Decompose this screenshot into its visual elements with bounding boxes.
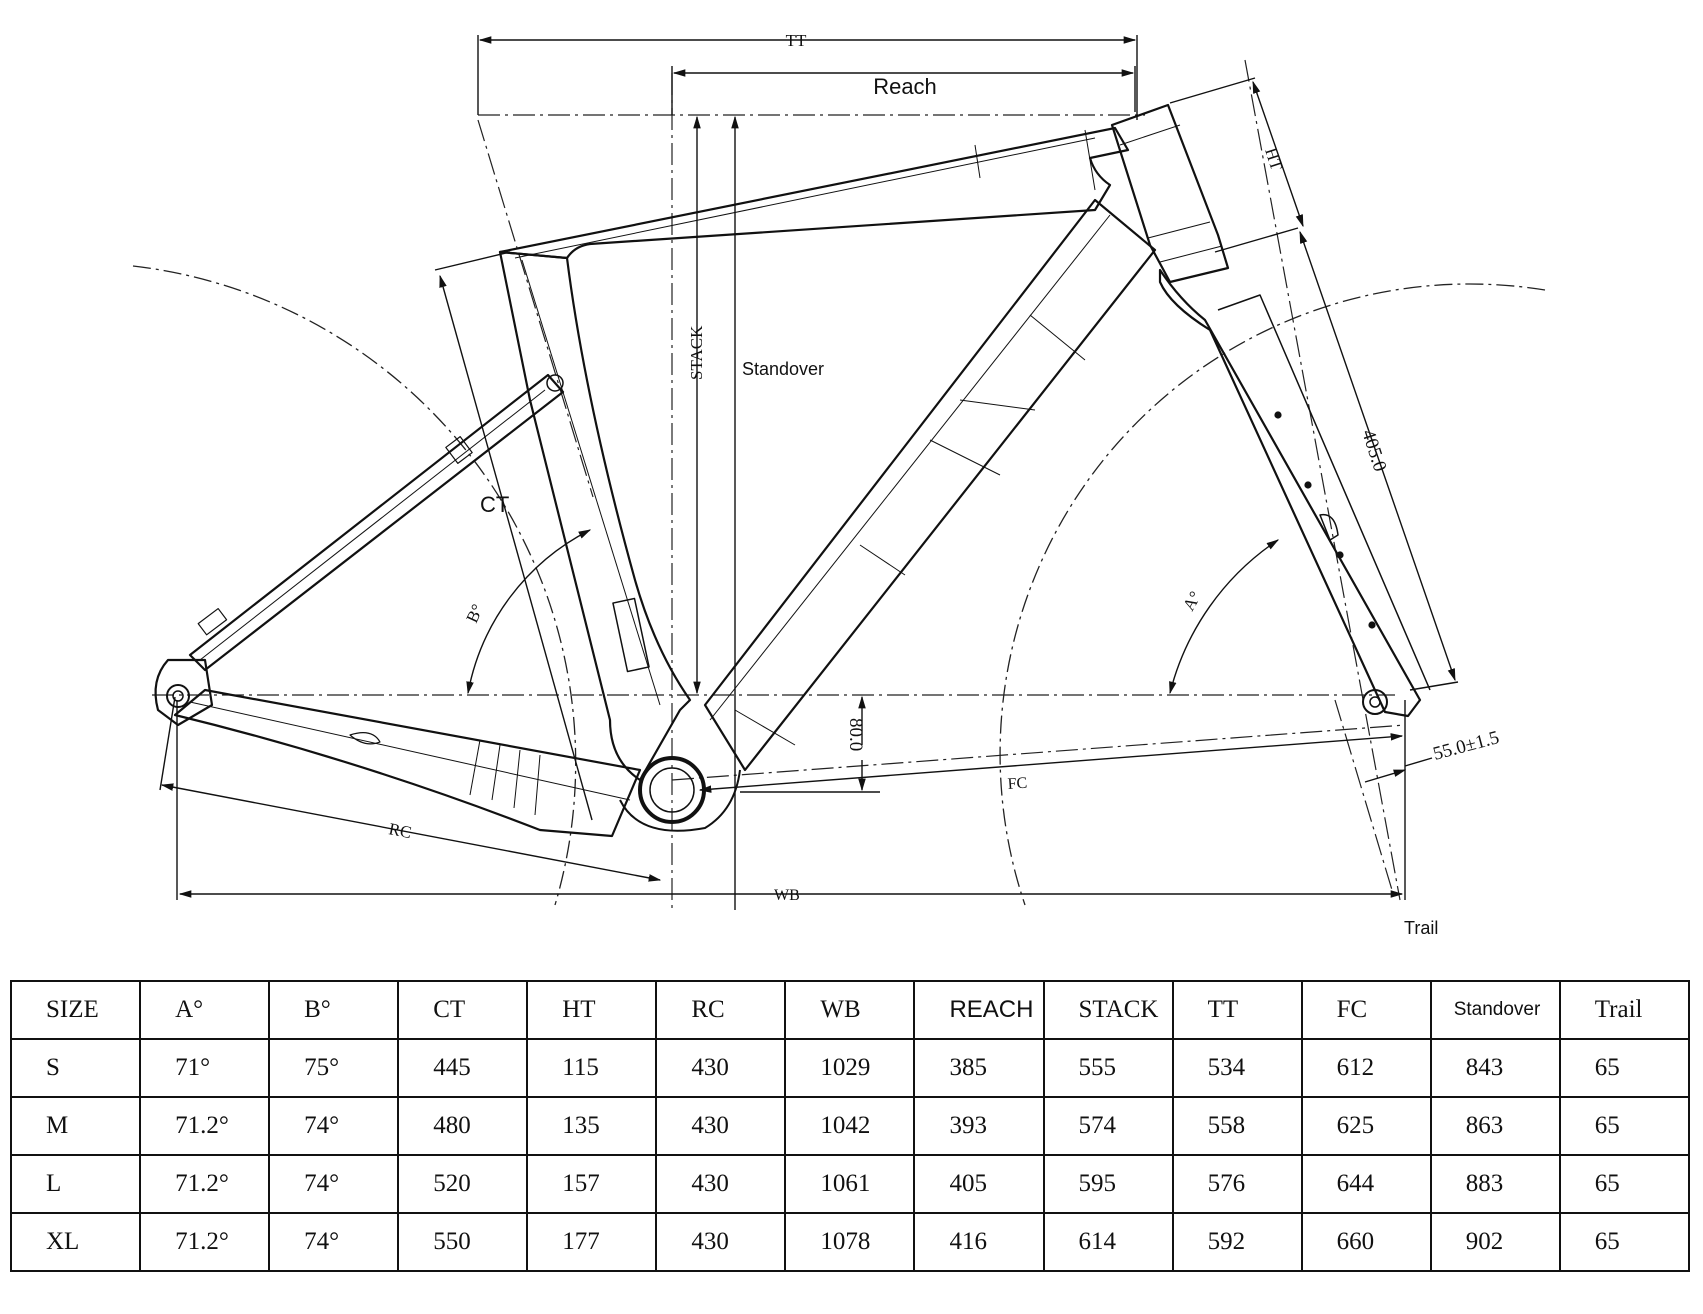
label-wb: WB bbox=[774, 887, 800, 904]
header-wb: WB bbox=[784, 980, 916, 1040]
table-cell: 115 bbox=[526, 1038, 658, 1098]
header-stack: STACK bbox=[1042, 980, 1174, 1040]
label-tt: TT bbox=[786, 31, 807, 50]
table-cell: 480 bbox=[397, 1096, 529, 1156]
table-cell: 1029 bbox=[784, 1038, 916, 1098]
header-b-angle: B° bbox=[268, 980, 400, 1040]
geometry-table: SIZE A° B° CT HT RC WB REACH STACK TT FC… bbox=[9, 980, 1691, 1272]
table-cell: 595 bbox=[1042, 1154, 1174, 1214]
table-cell: 177 bbox=[526, 1212, 658, 1272]
table-cell: 71.2° bbox=[139, 1154, 271, 1214]
table-cell: 74° bbox=[268, 1154, 400, 1214]
table-cell: 65 bbox=[1558, 1096, 1691, 1156]
table-cell: 393 bbox=[913, 1096, 1045, 1156]
table-cell: 430 bbox=[655, 1096, 787, 1156]
chain-stay bbox=[173, 688, 642, 838]
label-rc: RC bbox=[387, 819, 413, 842]
table-cell: 558 bbox=[1171, 1096, 1303, 1156]
header-standover: Standover bbox=[1429, 980, 1561, 1040]
label-trail: Trail bbox=[1404, 918, 1438, 938]
header-ct: CT bbox=[397, 980, 529, 1040]
frame-drawing: TT Reach HT STACK Standover CT B° A° 405… bbox=[132, 31, 1546, 938]
head-tube bbox=[1110, 103, 1230, 284]
label-stack: STACK bbox=[687, 325, 706, 380]
frame-geometry-diagram: TT Reach HT STACK Standover CT B° A° 405… bbox=[132, 31, 1546, 938]
top-tube bbox=[498, 126, 1130, 260]
table-cell: 660 bbox=[1300, 1212, 1432, 1272]
table-cell: S bbox=[9, 1038, 142, 1098]
table-cell: 574 bbox=[1042, 1096, 1174, 1156]
label-fc: FC bbox=[1007, 775, 1028, 793]
label-bb-drop: 80.0 bbox=[845, 718, 866, 751]
table-cell: 843 bbox=[1429, 1038, 1561, 1098]
table-cell: 863 bbox=[1429, 1096, 1561, 1156]
table-cell: 74° bbox=[268, 1212, 400, 1272]
label-reach: Reach bbox=[873, 74, 937, 99]
table-cell: 576 bbox=[1171, 1154, 1303, 1214]
table-cell: 65 bbox=[1558, 1038, 1691, 1098]
table-cell: 550 bbox=[397, 1212, 529, 1272]
header-fc: FC bbox=[1300, 980, 1432, 1040]
seat-tube bbox=[498, 250, 692, 782]
table-row: M 71.2° 74° 480 135 430 1042 393 574 558… bbox=[9, 1096, 1691, 1156]
table-cell: 65 bbox=[1558, 1212, 1691, 1272]
table-cell: 65 bbox=[1558, 1154, 1691, 1214]
front-wheel-arc bbox=[999, 283, 1546, 906]
table-cell: 430 bbox=[655, 1212, 787, 1272]
table-cell: 416 bbox=[913, 1212, 1045, 1272]
table-cell: 430 bbox=[655, 1038, 787, 1098]
table-cell: 405 bbox=[913, 1154, 1045, 1214]
bottom-bracket bbox=[638, 756, 706, 824]
table-cell: M bbox=[9, 1096, 142, 1156]
header-reach: REACH bbox=[913, 980, 1045, 1040]
table-cell: 1042 bbox=[784, 1096, 916, 1156]
table-cell: 75° bbox=[268, 1038, 400, 1098]
table-cell: 614 bbox=[1042, 1212, 1174, 1272]
table-cell: 1078 bbox=[784, 1212, 916, 1272]
table-row: L 71.2° 74° 520 157 430 1061 405 595 576… bbox=[9, 1154, 1691, 1214]
table-cell: 883 bbox=[1429, 1154, 1561, 1214]
header-trail: Trail bbox=[1558, 980, 1691, 1040]
header-rc: RC bbox=[655, 980, 787, 1040]
table-cell: 71.2° bbox=[139, 1096, 271, 1156]
table-cell: 1061 bbox=[784, 1154, 916, 1214]
label-b-angle: B° bbox=[462, 601, 487, 625]
table-cell: 520 bbox=[397, 1154, 529, 1214]
fork bbox=[1158, 268, 1422, 718]
table-cell: 592 bbox=[1171, 1212, 1303, 1272]
down-tube bbox=[703, 198, 1157, 772]
table-header-row: SIZE A° B° CT HT RC WB REACH STACK TT FC… bbox=[9, 980, 1691, 1040]
table-cell: 534 bbox=[1171, 1038, 1303, 1098]
label-offset: 55.0±1.5 bbox=[1431, 727, 1502, 765]
label-fork-length: 405.0 bbox=[1357, 427, 1390, 474]
table-cell: 74° bbox=[268, 1096, 400, 1156]
header-a-angle: A° bbox=[139, 980, 271, 1040]
seat-stay bbox=[188, 373, 565, 672]
table-cell: L bbox=[9, 1154, 142, 1214]
label-a-angle: A° bbox=[1179, 588, 1205, 614]
label-ct: CT bbox=[480, 492, 509, 517]
table-cell: 644 bbox=[1300, 1154, 1432, 1214]
table-cell: 430 bbox=[655, 1154, 787, 1214]
header-ht: HT bbox=[526, 980, 658, 1040]
table-cell: XL bbox=[9, 1212, 142, 1272]
header-tt: TT bbox=[1171, 980, 1303, 1040]
table-cell: 71.2° bbox=[139, 1212, 271, 1272]
table-cell: 555 bbox=[1042, 1038, 1174, 1098]
table-cell: 385 bbox=[913, 1038, 1045, 1098]
table-row: XL 71.2° 74° 550 177 430 1078 416 614 59… bbox=[9, 1212, 1691, 1272]
table-cell: 71° bbox=[139, 1038, 271, 1098]
label-standover: Standover bbox=[742, 359, 824, 379]
table-cell: 612 bbox=[1300, 1038, 1432, 1098]
table-cell: 135 bbox=[526, 1096, 658, 1156]
table-cell: 625 bbox=[1300, 1096, 1432, 1156]
rear-wheel-arc bbox=[132, 265, 577, 906]
rear-dropout bbox=[154, 658, 214, 727]
table-cell: 445 bbox=[397, 1038, 529, 1098]
table-row: S 71° 75° 445 115 430 1029 385 555 534 6… bbox=[9, 1038, 1691, 1098]
table-cell: 902 bbox=[1429, 1212, 1561, 1272]
table-cell: 157 bbox=[526, 1154, 658, 1214]
header-size: SIZE bbox=[9, 980, 142, 1040]
